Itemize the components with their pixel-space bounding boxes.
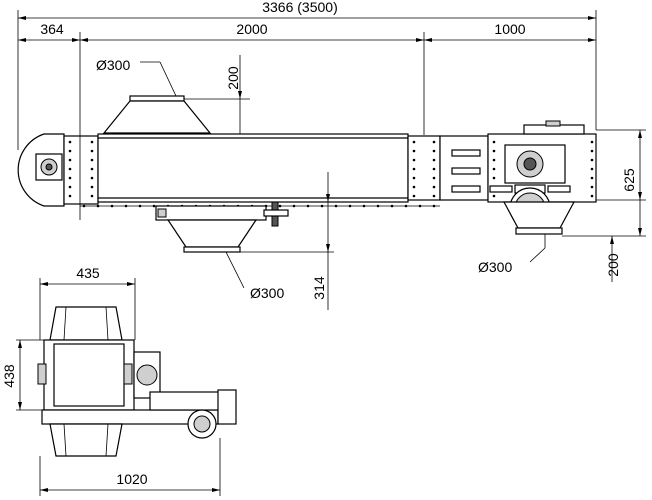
inlet-height-dim: 200 bbox=[184, 55, 250, 160]
bolt-dot bbox=[432, 140, 436, 144]
bolt-dot bbox=[590, 140, 594, 144]
bolt-dot bbox=[68, 149, 72, 153]
bolt-dot bbox=[68, 194, 72, 198]
bolt-dot bbox=[404, 204, 408, 208]
bolt-dot bbox=[390, 204, 394, 208]
bolt-dot bbox=[362, 204, 366, 208]
plan-total-width-label: 1020 bbox=[116, 471, 147, 487]
bolt-dot bbox=[412, 194, 416, 198]
bolt-dot bbox=[432, 194, 436, 198]
mid-outlet-diameter-label: Ø300 bbox=[250, 285, 284, 301]
bolt-dot bbox=[590, 158, 594, 162]
bolt-dot bbox=[68, 167, 72, 171]
bolt-dot bbox=[90, 140, 94, 144]
bolt-dot bbox=[334, 204, 338, 208]
bolt-dot bbox=[492, 176, 496, 180]
end-outlet-height-label: 200 bbox=[605, 253, 621, 277]
plan-bottom-dim: 1020 bbox=[39, 438, 221, 496]
plan-width-top-label: 435 bbox=[76, 265, 100, 281]
bolt-dot bbox=[492, 149, 496, 153]
end-height-label: 625 bbox=[621, 168, 637, 192]
bolt-dot bbox=[412, 167, 416, 171]
dimension-overall: 3366 (3500) bbox=[17, 0, 597, 150]
bolt-dot bbox=[320, 204, 324, 208]
bolt-dot bbox=[590, 194, 594, 198]
bolt-dot bbox=[68, 140, 72, 144]
bolt-dot bbox=[590, 185, 594, 189]
plan-top-dim: 435 bbox=[39, 265, 136, 340]
inlet-hopper: Ø300 bbox=[96, 57, 212, 134]
bolt-dot bbox=[432, 204, 436, 208]
bolt-dot bbox=[110, 204, 114, 208]
bolt-dot bbox=[68, 158, 72, 162]
outlet-depth-label: 314 bbox=[311, 276, 327, 300]
bolt-dot bbox=[90, 149, 94, 153]
plan-view-body bbox=[37, 306, 237, 457]
bolt-dot bbox=[432, 176, 436, 180]
bolt-dot bbox=[492, 158, 496, 162]
casing-bolts bbox=[68, 140, 594, 208]
drive-length-label: 1000 bbox=[494, 21, 525, 37]
bolt-dot bbox=[124, 204, 128, 208]
bolt-dot bbox=[412, 149, 416, 153]
bolt-dot bbox=[590, 176, 594, 180]
bolt-dot bbox=[412, 140, 416, 144]
mid-outlet: Ø300 bbox=[155, 201, 289, 301]
end-outlet: Ø300 bbox=[478, 201, 576, 275]
bolt-dot bbox=[90, 185, 94, 189]
overall-length-label: 3366 (3500) bbox=[262, 0, 338, 15]
bolt-dot bbox=[82, 204, 86, 208]
bolt-dot bbox=[432, 158, 436, 162]
bolt-dot bbox=[412, 176, 416, 180]
bolt-dot bbox=[418, 204, 422, 208]
bolt-dot bbox=[306, 204, 310, 208]
bolt-dot bbox=[432, 185, 436, 189]
outlet-depth-dim: 314 bbox=[240, 172, 334, 310]
bolt-dot bbox=[96, 204, 100, 208]
end-outlet-diameter-label: Ø300 bbox=[478, 259, 512, 275]
bolt-dot bbox=[90, 194, 94, 198]
inlet-height-label: 200 bbox=[225, 66, 241, 90]
bolt-dot bbox=[432, 167, 436, 171]
bolt-dot bbox=[68, 185, 72, 189]
bolt-dot bbox=[90, 158, 94, 162]
bolt-dot bbox=[348, 204, 352, 208]
bolt-dot bbox=[492, 140, 496, 144]
bolt-dot bbox=[152, 204, 156, 208]
bolt-dot bbox=[90, 167, 94, 171]
body-length-label: 2000 bbox=[236, 21, 267, 37]
bolt-dot bbox=[432, 149, 436, 153]
bolt-dot bbox=[68, 176, 72, 180]
bolt-dot bbox=[590, 167, 594, 171]
bolt-dot bbox=[492, 167, 496, 171]
plan-left-dim: 438 bbox=[1, 339, 50, 411]
bolt-dot bbox=[492, 194, 496, 198]
bolt-dot bbox=[90, 176, 94, 180]
bolt-dot bbox=[138, 204, 142, 208]
inlet-offset-label: 364 bbox=[40, 21, 64, 37]
inlet-diameter-label: Ø300 bbox=[96, 57, 130, 73]
bolt-dot bbox=[590, 149, 594, 153]
end-height-dims: 625 200 bbox=[562, 129, 646, 282]
plan-height-label: 438 bbox=[1, 364, 17, 388]
bolt-dot bbox=[278, 204, 282, 208]
bolt-dot bbox=[292, 204, 296, 208]
bolt-dot bbox=[412, 185, 416, 189]
bolt-dot bbox=[376, 204, 380, 208]
bolt-dot bbox=[412, 158, 416, 162]
